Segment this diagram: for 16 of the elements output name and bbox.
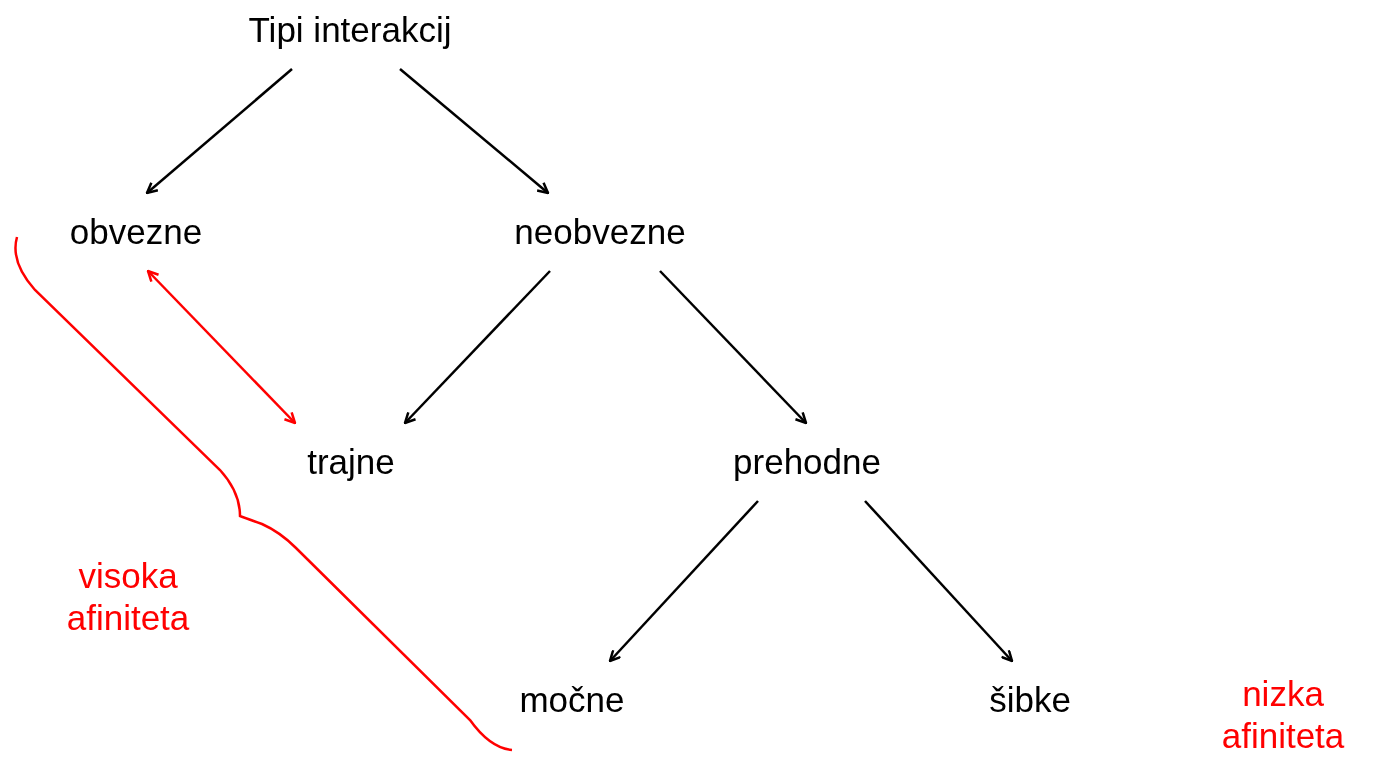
node-label: Tipi interakcij [248, 9, 452, 51]
node-label: šibke [989, 679, 1071, 721]
annotation-text: nizka afiniteta [1220, 673, 1346, 757]
node-label: obvezne [69, 211, 203, 253]
arrow [145, 68, 293, 195]
arrow [146, 269, 297, 425]
node-label: močne [519, 679, 625, 721]
annotation-text: visoka afiniteta [65, 555, 191, 639]
arrow [864, 500, 1014, 663]
arrow [608, 500, 759, 663]
arrow [659, 270, 808, 425]
node-label: trajne [307, 441, 395, 483]
arrow [399, 68, 550, 195]
node-label: neobvezne [514, 211, 686, 253]
arrow [403, 270, 551, 425]
node-label: prehodne [733, 441, 881, 483]
